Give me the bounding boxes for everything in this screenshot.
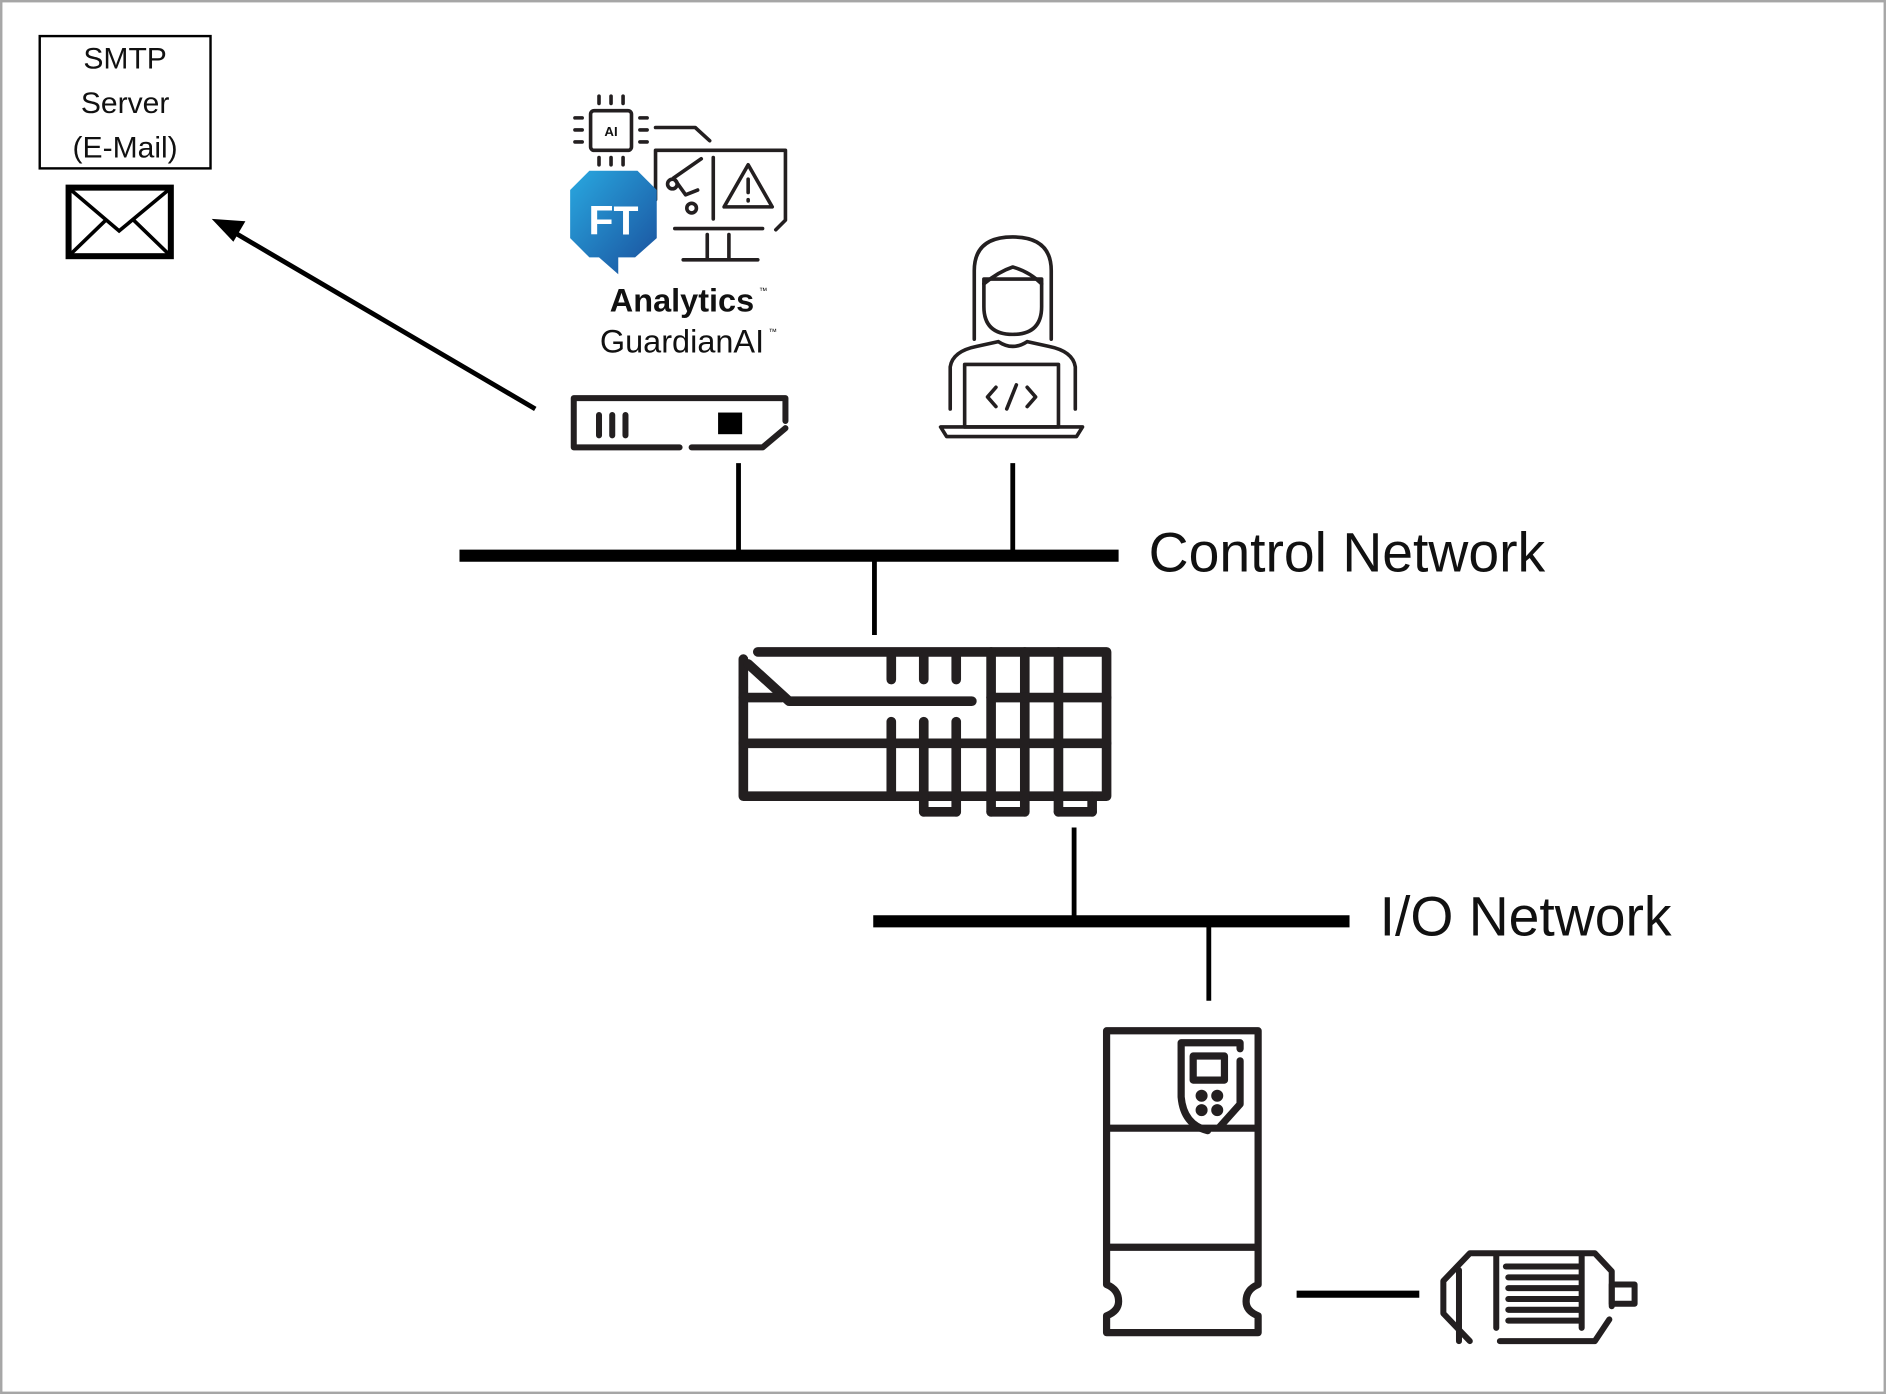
guardianai-tm: ™	[769, 326, 777, 336]
smtp-server-box: SMTP Server (E-Mail)	[38, 34, 212, 170]
email-arrow	[211, 218, 537, 412]
developer-icon	[938, 235, 1085, 439]
analytics-product-name: Analytics	[610, 283, 754, 319]
envelope-icon	[65, 184, 174, 260]
control-network-bus	[459, 463, 1119, 636]
smtp-label-line2: Server	[81, 87, 169, 120]
drive-icon	[1102, 1027, 1262, 1337]
ai-chip-icon	[573, 94, 712, 167]
ft-logo-icon: FT	[570, 170, 657, 275]
smtp-label-line1: SMTP	[83, 43, 166, 76]
controller-icon	[738, 647, 1112, 817]
io-network-label: I/O Network	[1380, 886, 1672, 948]
edge-device-icon	[570, 395, 789, 451]
monitor-alert-icon	[653, 148, 788, 262]
motor-icon	[1440, 1250, 1638, 1345]
analytics-tm: ™	[759, 285, 767, 295]
ai-chip-label: AI	[604, 124, 617, 139]
control-network-label: Control Network	[1149, 521, 1546, 583]
io-network-bus	[873, 827, 1350, 1001]
guardianai-name: GuardianAI	[600, 323, 764, 359]
ft-logo-text: FT	[588, 198, 638, 244]
smtp-label-line3: (E-Mail)	[73, 132, 178, 165]
